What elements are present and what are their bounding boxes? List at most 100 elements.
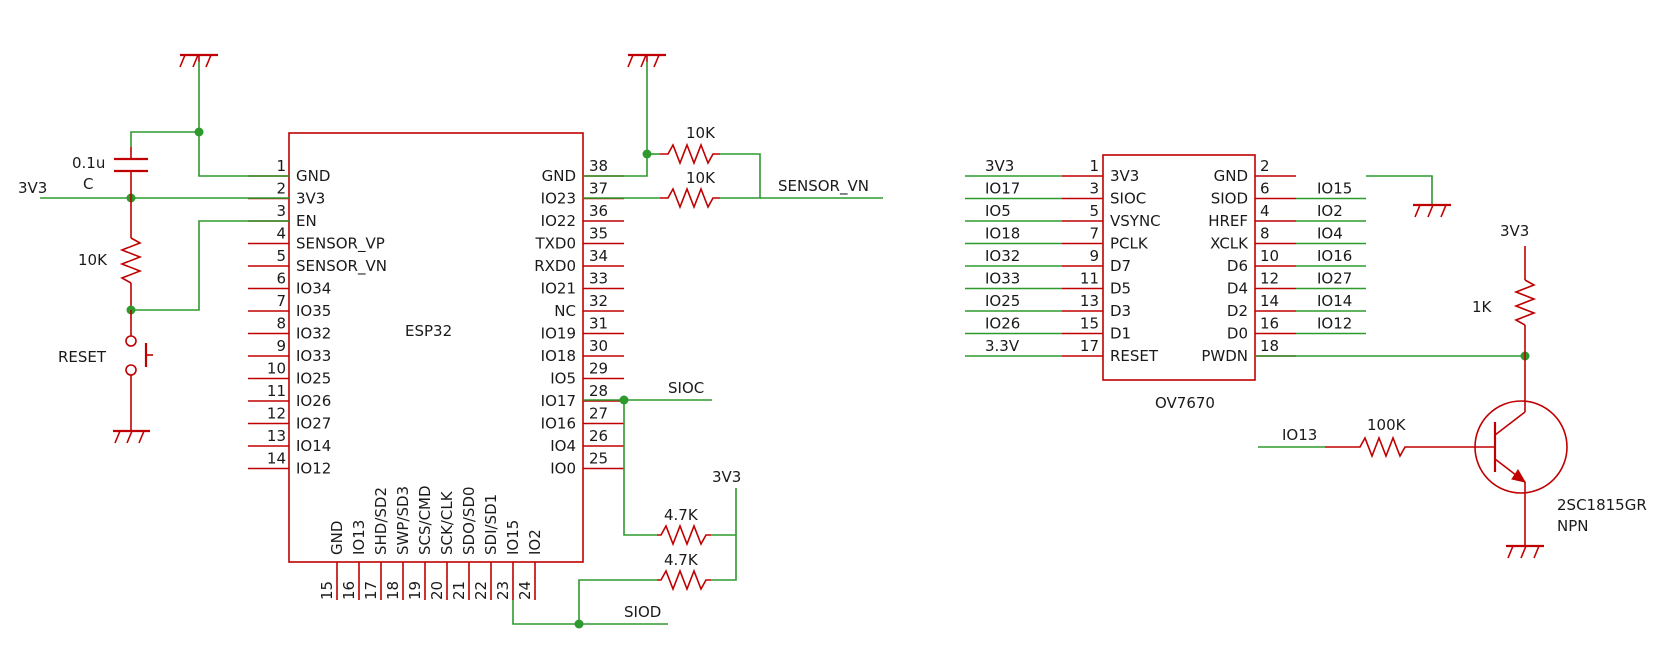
pin-label: IO14: [296, 437, 331, 455]
pin-number: 13: [267, 427, 286, 445]
pin-number: 31: [589, 315, 608, 333]
ground-icon: [627, 53, 666, 68]
pin-label: SIOD: [1211, 190, 1248, 208]
pin-number: 6: [276, 270, 286, 288]
pin-number: 2: [1260, 157, 1270, 175]
resistor-pwdn-value: 1K: [1472, 298, 1493, 316]
pin-label: IO26: [296, 392, 331, 410]
pin-label: SDO/SD0: [460, 486, 478, 555]
pin-number: 1: [276, 157, 286, 175]
pin-label: SENSOR_VN: [296, 257, 387, 276]
pin-label: GND: [1214, 167, 1248, 185]
pin-number: 4: [276, 225, 286, 243]
pin-label: IO22: [541, 212, 576, 230]
pin-label: D6: [1227, 257, 1248, 275]
pin-number: 19: [406, 581, 424, 600]
pin-label: IO23: [541, 190, 576, 208]
pullup-3v3-label: 3V3: [712, 468, 741, 486]
reset-label: RESET: [58, 348, 107, 366]
esp32-left-pins: 1GND23V33EN4SENSOR_VP5SENSOR_VN6IO347IO3…: [248, 157, 387, 478]
transistor-type: NPN: [1557, 517, 1589, 535]
pin-number: 14: [1260, 292, 1279, 310]
pin-number: 3: [276, 202, 286, 220]
pin-number: 1: [1089, 157, 1099, 175]
pin-label: TXD0: [534, 235, 576, 253]
pin-label: IO32: [296, 325, 331, 343]
pin-label: GND: [328, 521, 346, 555]
pin-number: 8: [1260, 225, 1270, 243]
net-label: IO5: [985, 202, 1011, 220]
pwdn-circuit: 3V3 1K 2SC1815GR NPN 100K IO13: [1255, 175, 1647, 559]
pin-number: 25: [589, 450, 608, 468]
pin-number: 2: [276, 180, 286, 198]
pin-label: PCLK: [1110, 235, 1149, 253]
pin-number: 14: [267, 450, 286, 468]
esp32-module: ESP32 1GND23V33EN4SENSOR_VP5SENSOR_VN6IO…: [248, 132, 624, 600]
pin-label: SHD/SD2: [372, 487, 390, 555]
pin-number: 36: [589, 202, 608, 220]
ground-icon: [1413, 203, 1451, 218]
pin-number: 12: [267, 405, 286, 423]
pin-label: VSYNC: [1110, 212, 1161, 230]
pin-number: 9: [1089, 247, 1099, 265]
pin-number: 17: [1080, 337, 1099, 355]
pin-number: 16: [1260, 315, 1279, 333]
pin-number: 35: [589, 225, 608, 243]
resistor-pwdn: [1513, 279, 1537, 326]
resistor-sensor-top: [660, 142, 720, 166]
esp32-right-pins: 38GND37IO2336IO2235TXD034RXD033IO2132NC3…: [534, 157, 624, 478]
cap-ref: C: [83, 175, 93, 193]
pin-label: RXD0: [534, 257, 576, 275]
resistor-siod-pullup: [657, 568, 711, 592]
pin-label: D3: [1110, 302, 1131, 320]
resistor-en: [119, 237, 143, 284]
ground-icon: [1506, 540, 1544, 559]
pin-label: SWP/SD3: [394, 486, 412, 555]
resistor-sensor-top-value: 10K: [686, 124, 716, 142]
pin-number: 11: [267, 382, 286, 400]
ov7670-right-pins: 2GND6SIODIO154HREFIO28XCLKIO410D6IO1612D…: [1201, 157, 1366, 365]
pin-label: RESET: [1110, 347, 1159, 365]
pin-label: PWDN: [1201, 347, 1248, 365]
pin-number: 10: [1260, 247, 1279, 265]
npn-transistor-symbol: [1460, 400, 1568, 540]
esp32-name: ESP32: [405, 322, 452, 340]
pin-number: 34: [589, 247, 608, 265]
pin-number: 30: [589, 337, 608, 355]
pin-label: D7: [1110, 257, 1131, 275]
sioc-net-label: SIOC: [668, 379, 704, 397]
net-label: IO15: [1317, 180, 1352, 198]
resistor-sioc-pullup: [657, 523, 711, 547]
reset-button-symbol: [125, 310, 153, 425]
net-label: IO12: [1317, 315, 1352, 333]
transistor-part: 2SC1815GR: [1557, 496, 1647, 514]
net-label: IO2: [1317, 202, 1343, 220]
pin-label: EN: [296, 212, 317, 230]
